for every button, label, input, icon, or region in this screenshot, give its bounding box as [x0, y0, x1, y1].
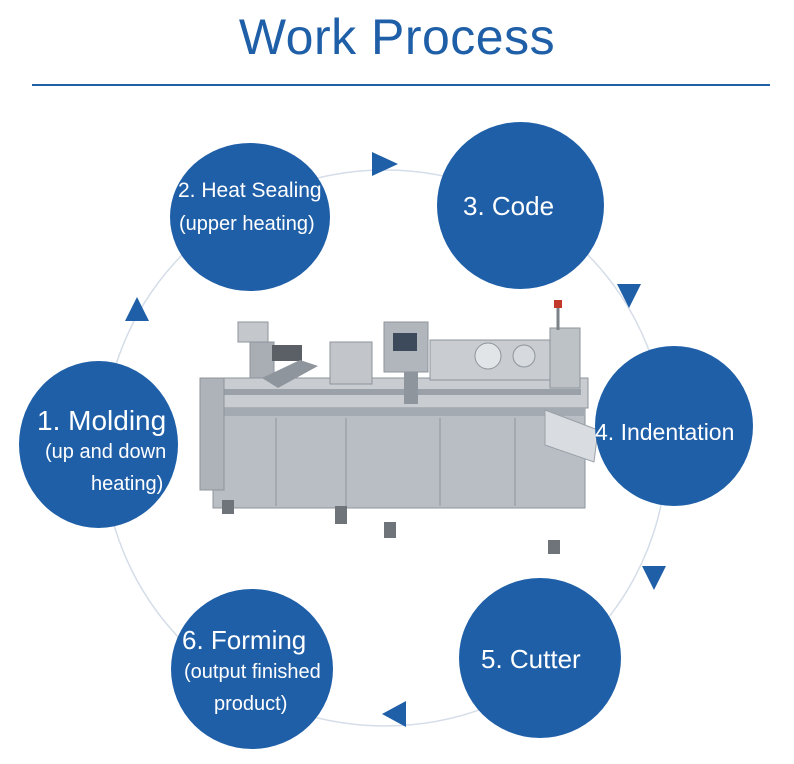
step-heat-sealing-title: 2. Heat Sealing: [178, 179, 322, 202]
step-molding-title: 1. Molding: [37, 405, 167, 436]
title-divider: [32, 84, 770, 86]
step-code: 3. Code: [437, 122, 604, 289]
blister-packing-machine-illustration: [199, 300, 599, 554]
arrow-up-icon: [125, 297, 149, 321]
step-code-title: 3. Code: [463, 191, 555, 221]
step-heat-sealing: 2. Heat Sealing (upper heating): [170, 143, 330, 291]
step-cutter-title: 5. Cutter: [481, 644, 581, 674]
arrow-right-icon: [372, 152, 398, 176]
step-forming-subtitle-line2: product): [214, 693, 288, 715]
step-forming-subtitle-line1: (output finished: [184, 661, 321, 683]
arrow-left-icon: [382, 701, 406, 727]
step-forming-title: 6. Forming: [182, 625, 307, 655]
step-forming: 6. Forming (output finished product): [171, 589, 333, 749]
step-molding: 1. Molding (up and down heating): [19, 361, 178, 528]
step-molding-subtitle-line1: (up and down: [45, 441, 167, 463]
arrow-down-icon: [617, 284, 641, 308]
step-cutter: 5. Cutter: [459, 578, 621, 738]
step-heat-sealing-subtitle: (upper heating): [179, 213, 315, 235]
arrow-down-icon: [642, 566, 666, 590]
step-molding-subtitle-line2: heating): [91, 473, 164, 495]
page-title: Work Process: [238, 9, 556, 65]
step-indentation-title: 4. Indentation: [595, 419, 735, 445]
step-indentation: 4. Indentation: [595, 346, 753, 506]
